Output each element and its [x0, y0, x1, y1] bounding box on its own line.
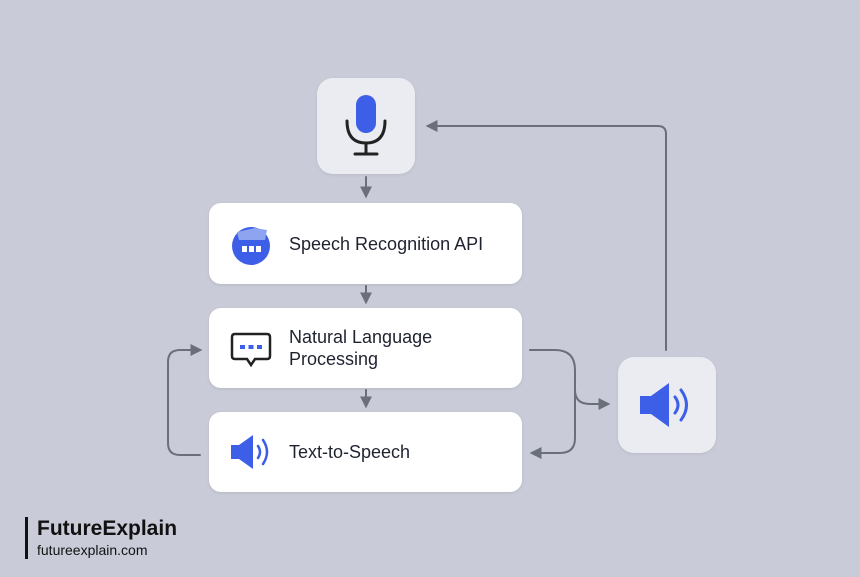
arrow-nlp-to-speaker: [529, 349, 611, 410]
speech-bubble-icon: [232, 226, 270, 265]
speech-recognition-card: Speech Recognition API: [209, 203, 522, 284]
speech-recognition-label: Speech Recognition API: [289, 233, 484, 254]
chat-dots-icon: [230, 332, 272, 368]
nlp-card: Natural Language Processing: [209, 308, 522, 388]
speaker-icon: [640, 383, 688, 427]
brand-block: FutureExplain futureexplain.com: [25, 517, 177, 559]
speaker-icon: [231, 435, 269, 469]
arrow-branch-to-tts: [529, 391, 576, 459]
text-to-speech-card: Text-to-Speech: [209, 412, 522, 492]
nlp-label: Natural Language Processing: [289, 327, 433, 369]
arrow-speaker-to-mic: [425, 120, 667, 351]
brand-url: futureexplain.com: [37, 542, 148, 558]
brand-name: FutureExplain: [37, 517, 178, 540]
speaker-output-tile: [618, 357, 716, 453]
microphone-icon: [345, 95, 387, 156]
arrow-tts-to-nlp-loop: [167, 344, 203, 456]
text-to-speech-label: Text-to-Speech: [289, 442, 411, 462]
microphone-input-tile: [317, 78, 415, 174]
